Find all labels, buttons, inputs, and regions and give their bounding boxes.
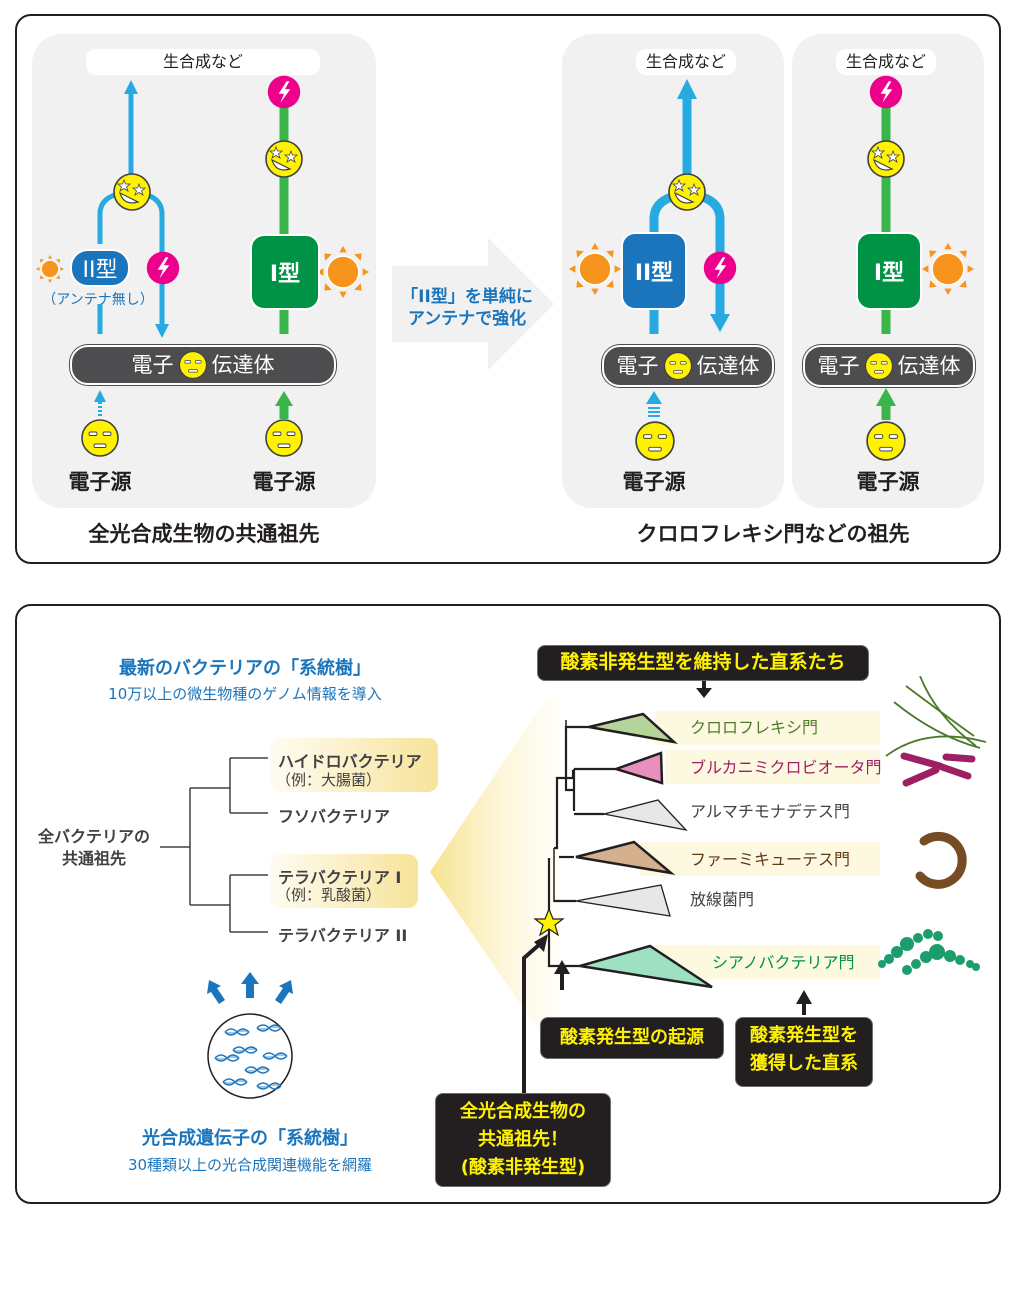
leaf-hydrobacteria-example: （例：大腸菌） (276, 771, 382, 789)
sun-icon (316, 245, 370, 299)
leaf-hydrobacteria: ハイドロバクテリア (278, 752, 422, 771)
electron-face-icon (663, 351, 692, 381)
no-antenna-note: （アンテナ無し） (42, 292, 154, 308)
energy-bolt-icon (267, 75, 301, 109)
phylum-cyanobacteria: シアノバクテリア門 (712, 953, 855, 972)
excited-electron-icon (668, 173, 706, 211)
root-label: 全バクテリアの 共通祖先 (37, 827, 150, 868)
electron-face-icon (178, 350, 207, 380)
bacteria-tree-lines (160, 757, 268, 933)
left-caption: 全光合成生物の共通祖先 (88, 522, 320, 546)
clade-armatimonadetes (603, 799, 688, 832)
highlight-terrabacteria-1 (270, 854, 418, 908)
energy-bolt-icon (703, 251, 737, 285)
band-firmicutes (640, 842, 880, 876)
type1-reaction-center: I型 (856, 232, 922, 310)
energy-bolt-icon (869, 75, 903, 109)
callout-acquired-lineage: 酸素発生型を 獲得した直系 (735, 1017, 873, 1087)
transition-text: 「II型」を単純に アンテナで強化 (401, 287, 533, 329)
phylum-vulcanimicrobiota: ブルカニミクロビオータ門 (690, 758, 882, 777)
phylum-firmicutes: ファーミキューテス門 (690, 850, 851, 869)
right-caption: クロロフレキシ門などの祖先 (636, 522, 910, 546)
electron-carrier: 電子 伝達体 (70, 345, 336, 385)
cyanobacteria-chain-icon (878, 929, 980, 975)
type2-flow-diagram (568, 79, 737, 461)
sun-icon (568, 242, 622, 296)
gene-sphere (207, 972, 293, 1099)
clade-cyanobacteria (579, 944, 713, 989)
biosynthesis-label: 生合成など (836, 49, 936, 75)
organism-illustrations (878, 676, 987, 975)
clade-vulcanimicrobiota (612, 751, 664, 785)
gene-tree-subtitle: 30種類以上の光合成関連機能を網羅 (127, 1156, 373, 1174)
callout-common-ancestor: 全光合成生物の 共通祖先！ (酸素非発生型) (435, 1093, 611, 1187)
callout-arrows (522, 674, 812, 1095)
callout-oxygenic-origin: 酸素発生型の起源 (540, 1017, 724, 1059)
callout-maintained-lineages: 酸素非発生型を維持した直系たち (537, 645, 869, 681)
sun-icon (921, 242, 975, 296)
type2-reaction-center: II型 (70, 249, 130, 287)
electron-face-icon (864, 351, 893, 381)
type1-flow-diagram (866, 75, 975, 461)
gene-tree-title: 光合成遺伝子の「系統樹」 (142, 1128, 358, 1149)
clade-actinobacteria (575, 884, 671, 917)
excited-electron-icon (113, 173, 151, 211)
curved-cell-icon (915, 831, 967, 889)
electron-face-icon (866, 421, 906, 461)
electron-face-icon (81, 419, 119, 457)
electron-carrier: 電子 伝達体 (602, 345, 774, 387)
phylum-chloroflexi: クロロフレキシ門 (690, 718, 819, 737)
clade-chloroflexi (588, 712, 679, 744)
phylum-actinobacteria: 放線菌門 (690, 890, 755, 909)
bacteria-tree-subtitle: 10万以上の微生物種のゲノム情報を導入 (108, 685, 382, 703)
band-vulcanimicrobiota (665, 750, 880, 784)
filament-icon (885, 676, 987, 757)
excited-electron-icon (265, 140, 303, 178)
band-chloroflexi (655, 711, 880, 745)
clade-firmicutes (575, 840, 676, 875)
blue-arrowhead (124, 80, 138, 94)
left-flow-diagram (35, 75, 370, 457)
transition-arrow (392, 238, 554, 370)
leaf-fusobacteria: フソバクテリア (278, 807, 391, 826)
electron-face-icon (635, 421, 675, 461)
biosynthesis-label: 生合成など (86, 49, 320, 75)
leaf-terrabacteria-2: テラバクテリア II (278, 926, 408, 945)
electron-source-label: 電子源 (622, 470, 686, 494)
diverging-arrows-icon (207, 972, 293, 1004)
highlight-hydrobacteria (270, 738, 438, 792)
leaf-terrabacteria-1-example: （例：乳酸菌） (276, 886, 382, 904)
electron-source-label: 電子源 (252, 470, 316, 494)
dna-icon (214, 1024, 288, 1090)
small-sun-icon (35, 254, 65, 284)
common-ancestor-star-icon (533, 907, 565, 937)
type2-reaction-center: II型 (621, 232, 687, 310)
phylum-armatimonadetes: アルマチモナデテス門 (690, 802, 850, 821)
excited-electron-icon (867, 140, 905, 178)
biosynthesis-label: 生合成など (636, 49, 736, 75)
leaf-terrabacteria-1: テラバクテリア I (278, 868, 402, 887)
electron-carrier: 電子 伝達体 (803, 345, 975, 387)
type1-reaction-center: I型 (250, 234, 320, 310)
electron-source-label: 電子源 (68, 470, 132, 494)
energy-bolt-icon (146, 251, 180, 285)
phylogenetic-tree (533, 712, 713, 989)
bacteria-tree-title: 最新のバクテリアの「系統樹」 (119, 658, 371, 679)
electron-source-label: 電子源 (856, 470, 920, 494)
electron-face-icon (265, 419, 303, 457)
rod-cell-icon (900, 752, 976, 787)
